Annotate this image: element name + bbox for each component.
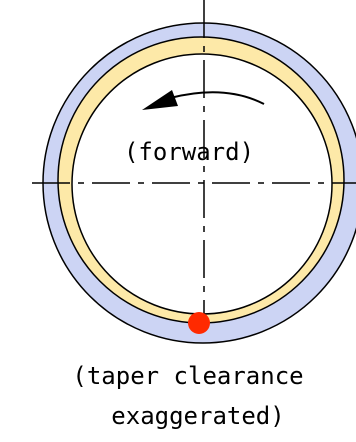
direction-label: (forward) — [124, 138, 254, 166]
red-dot-icon — [188, 312, 210, 334]
caption-line-2: exaggerated) — [111, 402, 284, 430]
caption-line-1: (taper clearance — [72, 362, 303, 390]
curved-arrow-left-icon — [142, 90, 265, 110]
